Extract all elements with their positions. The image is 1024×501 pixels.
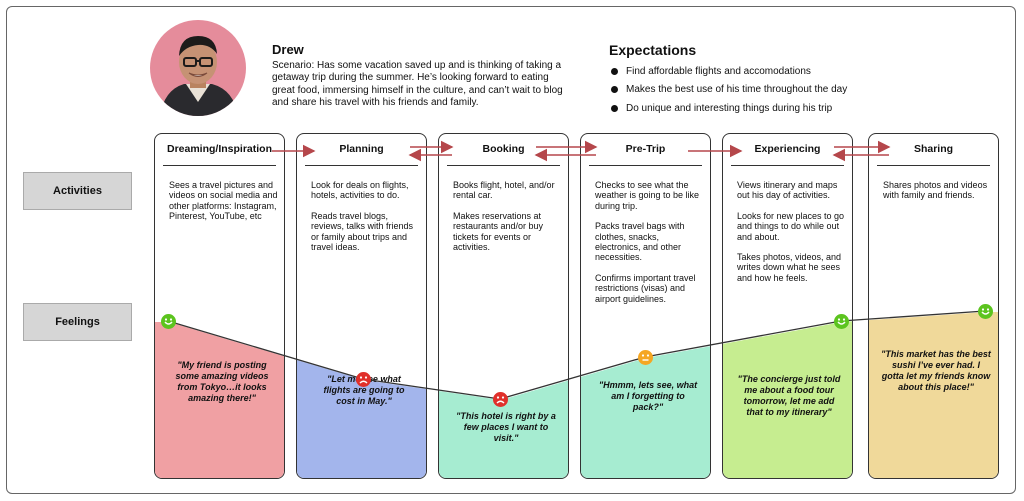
- activity-text: Checks to see what the weather is going …: [595, 180, 700, 211]
- activity-text: Sees a travel pictures and videos on soc…: [169, 180, 278, 222]
- persona-avatar: [150, 20, 246, 116]
- activity-text: Views itinerary and maps out his day of …: [737, 180, 838, 201]
- stage-title: Pre-Trip: [589, 143, 702, 166]
- activity-text: Shares photos and videos with family and…: [883, 180, 988, 201]
- sad-face-icon: [492, 391, 508, 407]
- stage-quote: "The concierge just told me about a food…: [737, 374, 841, 417]
- stage-quote: "Hmmm, lets see, what am I forgetting to…: [598, 380, 698, 412]
- stage-activities: Checks to see what the weather is going …: [595, 180, 705, 314]
- persona-scenario: Scenario: Has some vacation saved up and…: [272, 60, 563, 108]
- stage-title: Planning: [305, 143, 418, 166]
- feeling-area: [439, 380, 568, 478]
- expectation-item: Makes the best use of his time throughou…: [611, 81, 847, 100]
- stage-quote: "My friend is posting some amazing video…: [175, 360, 269, 403]
- persona-name: Drew: [272, 42, 304, 57]
- neutral-face-icon: [637, 349, 653, 365]
- bullet-icon: [611, 86, 618, 94]
- expectation-item: Find affordable flights and accomodation…: [611, 62, 847, 81]
- expectations-title: Expectations: [609, 42, 697, 58]
- activity-text: Look for deals on flights, hotels, activ…: [311, 180, 409, 201]
- stage-activities: Views itinerary and maps out his day of …: [737, 180, 847, 293]
- activity-text: Confirms important travel restrictions (…: [595, 272, 696, 304]
- stage-activities: Shares photos and videos with family and…: [883, 180, 993, 211]
- row-label-feelings: Feelings: [23, 303, 132, 341]
- stage-activities: Look for deals on flights, hotels, activ…: [311, 180, 421, 262]
- stage-title: Booking: [447, 143, 560, 166]
- activity-text: Reads travel blogs, reviews, talks with …: [311, 210, 414, 253]
- happy-face-icon: [977, 303, 993, 319]
- expectations-list: Find affordable flights and accomodation…: [611, 62, 847, 118]
- stage-title: Sharing: [877, 143, 990, 166]
- stage-quote: "This market has the best sushi I’ve eve…: [881, 349, 991, 392]
- activity-text: Books flight, hotel, and/or rental car.: [453, 180, 555, 201]
- bullet-icon: [611, 67, 618, 75]
- stage-title: Experiencing: [731, 143, 844, 166]
- expectation-item: Do unique and interesting things during …: [611, 99, 847, 118]
- sad-face-icon: [355, 371, 371, 387]
- stage-activities: Sees a travel pictures and videos on soc…: [169, 180, 279, 232]
- bullet-icon: [611, 104, 618, 112]
- activity-text: Makes reservations at restaurants and/or…: [453, 210, 544, 253]
- feeling-fill: [439, 380, 568, 478]
- stage-title: Dreaming/Inspiration: [163, 143, 276, 166]
- feeling-fill: [869, 312, 998, 478]
- activity-text: Takes photos, videos, and writes down wh…: [737, 252, 842, 283]
- activity-text: Packs travel bags with clothes, snacks, …: [595, 221, 685, 263]
- stage-activities: Books flight, hotel, and/or rental car. M…: [453, 180, 563, 262]
- activity-text: Looks for new places to go and things to…: [737, 210, 845, 242]
- stage-quote: "This hotel is right by a few places I w…: [456, 411, 556, 443]
- happy-face-icon: [833, 313, 849, 329]
- row-label-activities: Activities: [23, 172, 132, 210]
- happy-face-icon: [160, 313, 176, 329]
